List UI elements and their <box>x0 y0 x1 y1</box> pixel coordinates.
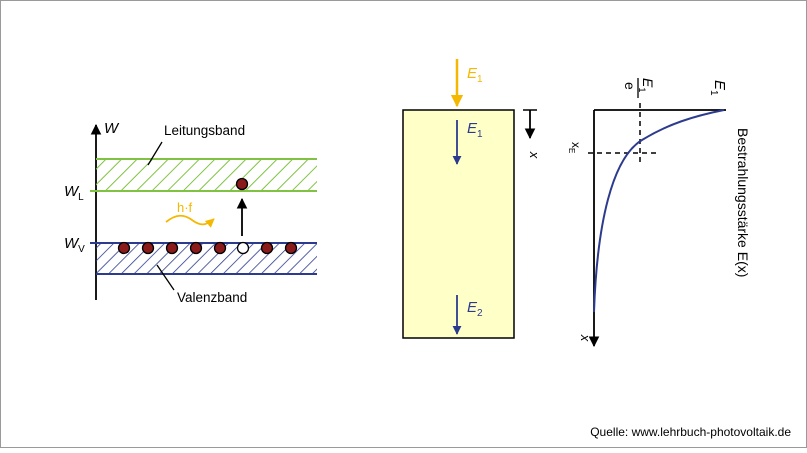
e1-axis-label: E1 <box>708 80 728 96</box>
valence-electron <box>284 241 298 255</box>
valence-electron <box>260 241 274 255</box>
irradiance-axis-title: Bestrahlungsstärke E(x) <box>735 128 751 277</box>
valence-electron <box>141 241 155 255</box>
band-diagram: W WL WV Leitungsband Valenzband h·f <box>64 120 317 305</box>
valence-band <box>96 243 317 274</box>
conduction-band-leader <box>147 141 163 166</box>
xe-label: xE <box>567 142 583 153</box>
conduction-band <box>96 159 317 191</box>
semiconductor-slab: E1 E1 E2 x <box>402 59 542 339</box>
wl-label: WL <box>64 183 84 203</box>
irradiance-curve <box>593 109 725 313</box>
svg-text:E1: E1 <box>637 78 656 92</box>
slab-x-label: x <box>527 151 542 159</box>
energy-axis-label: W <box>104 120 120 137</box>
conduction-band-label: Leitungsband <box>164 123 245 138</box>
svg-text:E1: E1 <box>708 80 728 96</box>
e1-top-label: E1 <box>467 65 483 85</box>
e1-over-e-label: E1 e <box>622 78 656 98</box>
excited-electron <box>235 177 249 191</box>
slab-rectangle <box>402 109 515 339</box>
photon-wave-arrow <box>165 214 215 228</box>
valence-electron <box>117 241 131 255</box>
svg-text:e: e <box>622 82 638 90</box>
wv-label: WV <box>64 235 85 255</box>
depth-axis-label: x <box>578 334 593 342</box>
svg-text:xE: xE <box>567 142 583 153</box>
irradiance-decay-plot: E1 E1 e xE x Bestrahlungsstärke E(x) <box>567 78 751 348</box>
e2-label: E2 <box>467 299 483 319</box>
e1-inside-label: E1 <box>467 120 483 140</box>
hole <box>236 241 250 255</box>
valence-band-leader <box>156 264 175 291</box>
source-credit: Quelle: www.lehrbuch-photovoltaik.de <box>590 425 791 439</box>
valence-band-label: Valenzband <box>177 290 247 305</box>
valence-electron <box>213 241 227 255</box>
photon-label: h·f <box>177 200 193 215</box>
valence-electron <box>165 241 179 255</box>
valence-electron <box>189 241 203 255</box>
